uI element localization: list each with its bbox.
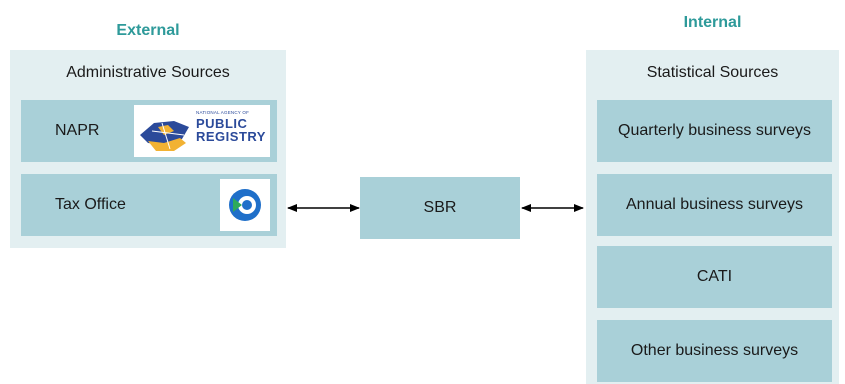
sbr-label: SBR — [423, 199, 457, 216]
administrative-sources-title: Administrative Sources — [66, 64, 230, 81]
sbr-box: SBR — [360, 177, 520, 239]
tax-office-logo — [220, 179, 270, 231]
napr-box: NAPR NATIONAL AGENCY OF PUBLIC REGISTRY — [21, 100, 277, 162]
annual-business-surveys-box: Annual business surveys — [597, 174, 832, 236]
administrative-sources-panel: Administrative Sources NAPR NATIONAL AGE… — [10, 50, 286, 248]
tax-office-box: Tax Office — [21, 174, 277, 236]
internal-heading: Internal — [683, 14, 742, 31]
cati-label: CATI — [696, 268, 733, 285]
external-heading: External — [116, 22, 180, 39]
other-business-surveys-label: Other business surveys — [630, 342, 799, 359]
napr-logo-text: NATIONAL AGENCY OF PUBLIC REGISTRY — [196, 110, 266, 144]
statistical-sources-panel: Statistical Sources Quarterly business s… — [586, 50, 839, 384]
napr-label: NAPR — [55, 122, 100, 139]
napr-logo: NATIONAL AGENCY OF PUBLIC REGISTRY — [134, 105, 270, 157]
statistical-sources-title: Statistical Sources — [646, 64, 779, 81]
other-business-surveys-box: Other business surveys — [597, 320, 832, 382]
quarterly-business-surveys-label: Quarterly business surveys — [618, 122, 811, 139]
quarterly-business-surveys-box: Quarterly business surveys — [597, 100, 832, 162]
cati-box: CATI — [597, 246, 832, 308]
tax-office-label: Tax Office — [55, 196, 126, 213]
annual-business-surveys-label: Annual business surveys — [626, 196, 803, 213]
napr-map-icon — [140, 121, 189, 151]
tax-office-logo-icon — [229, 189, 261, 221]
